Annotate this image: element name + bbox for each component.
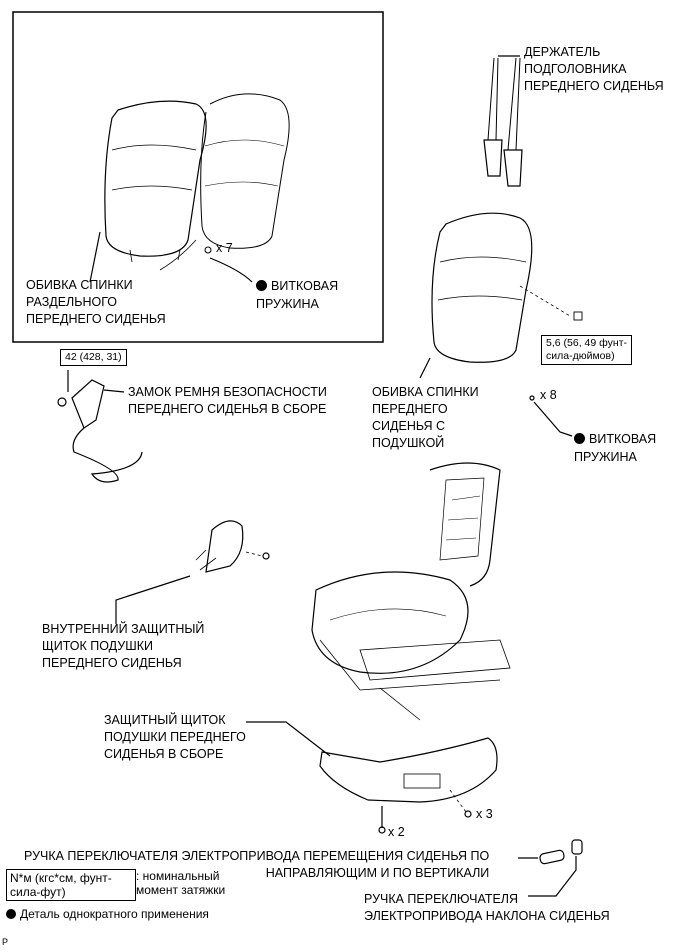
split-seatback-cover-label: ОБИВКА СПИНКИ РАЗДЕЛЬНОГО ПЕРЕДНЕГО СИДЕ… [26,278,166,326]
non-reusable-dot-icon [6,909,16,919]
legend-torque-desc: : номинальный момент затяжки [136,869,226,897]
coil-spring-marker-1 [204,246,212,254]
qty-2-label: x 2 [388,825,405,839]
corner-mark: P [2,937,9,947]
inner-shield-drawing [205,520,244,573]
cushion-shield-drawing [319,737,498,803]
legend-non-reusable: Деталь однократного применения [6,907,209,921]
coil-spring-label-1: ВИТКОВАЯ ПРУЖИНА [256,279,339,311]
headrest-support-drawing [487,57,499,141]
torque-box-42: 42 (428, 31) [60,349,127,366]
qty-8-label: x 8 [540,388,557,402]
recline-knob-label: РУЧКА ПЕРЕКЛЮЧАТЕЛЯ ЭЛЕКТРОПРИВОДА НАКЛО… [364,892,610,923]
seatbelt-buckle-drawing [71,379,105,429]
headrest-support-label: ДЕРЖАТЕЛЬ ПОДГОЛОВНИКА ПЕРЕДНЕГО СИДЕНЬЯ [524,45,664,93]
seat-frame-drawing [429,462,501,587]
coil-spring-label-2: ВИТКОВАЯ ПРУЖИНА [574,432,657,464]
inset-frame [12,11,384,343]
slide-knob-label: РУЧКА ПЕРЕКЛЮЧАТЕЛЯ ЭЛЕКТРОПРИВОДА ПЕРЕМ… [24,849,490,880]
legend-torque-box: N*м (кгс*см, фунт- сила-фут) [6,869,136,901]
non-reusable-dot-icon [574,433,585,444]
split-seatback-cover-drawing [104,100,207,257]
seatbelt-buckle-label: ЗАМОК РЕМНЯ БЕЗОПАСНОСТИ ПЕРЕДНЕГО СИДЕН… [128,385,327,416]
recline-knob-drawing [571,839,583,855]
qty-3-label: x 3 [476,807,493,821]
slide-knob-drawing [539,849,565,865]
seatback-cover-with-pad-label: ОБИВКА СПИНКИ ПЕРЕДНЕГО СИДЕНЬЯ С ПОДУШК… [372,385,479,450]
seatback-cover-with-pad-drawing [431,212,533,363]
qty-7-label: x 7 [216,241,233,255]
cushion-shield-label: ЗАЩИТНЫЙ ЩИТОК ПОДУШКИ ПЕРЕДНЕГО СИДЕНЬЯ… [104,713,246,761]
non-reusable-dot-icon [256,280,267,291]
torque-box-56: 5,6 (56, 49 фунт- сила-дюймов) [541,335,632,365]
inner-shield-label: ВНУТРЕННИЙ ЗАЩИТНЫЙ ЩИТОК ПОДУШКИ ПЕРЕДН… [42,622,205,670]
